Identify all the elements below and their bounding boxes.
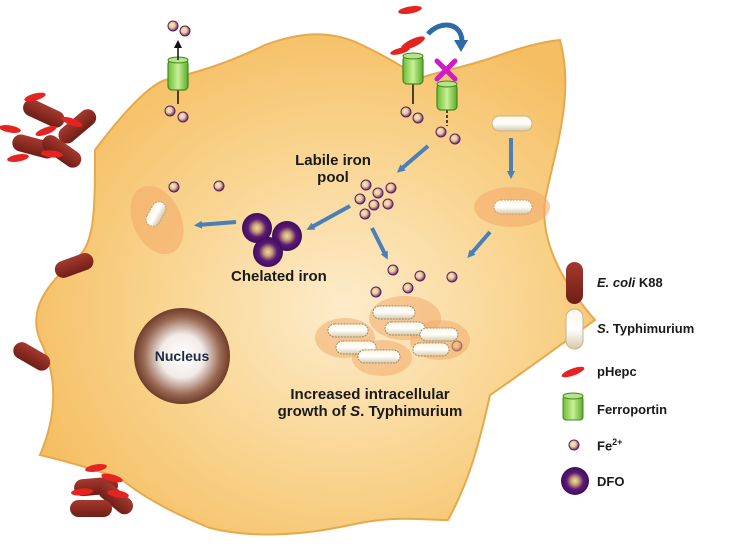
legend-ecoli: E. coli K88: [597, 275, 663, 290]
curved-arrow-icon: [426, 22, 468, 52]
legend-phepc-icon: [561, 366, 585, 378]
replicating-styph-cluster: [315, 296, 470, 376]
legend-ecoli-icon: [566, 262, 583, 304]
nucleus: [134, 308, 230, 404]
ferroportin-exporting: [167, 40, 189, 104]
cross-icon: [434, 58, 458, 82]
legend-fe-icon: [568, 439, 580, 451]
macrophage-cell: [35, 33, 597, 536]
vacuole-left: [130, 185, 184, 255]
legend-dfo-icon: [561, 467, 589, 495]
iron-dots: [164, 20, 463, 352]
phepc-top: [390, 5, 425, 55]
chelated-iron-dfo: [242, 213, 302, 267]
arrow-pool-to-growth: [370, 227, 388, 260]
nucleus-label: Nucleus: [154, 348, 210, 364]
legend-ferroportin-icon: [562, 392, 584, 421]
chelated-iron-label: Chelated iron: [231, 268, 327, 285]
ecoli-cluster-bottom-left: [70, 464, 133, 517]
growth-label: Increased intracellular growth of S. Typ…: [277, 386, 463, 420]
arrow-to-labile-pool: [396, 144, 430, 173]
phepc-top-left: [0, 92, 83, 162]
legend-phepc: pHepc: [597, 364, 637, 379]
ferroportin-hepcidin-bound: [402, 52, 424, 104]
styph-outside: [491, 115, 533, 132]
ecoli-membrane: [13, 253, 94, 371]
legend-dfo: DFO: [597, 474, 625, 489]
legend-icons: [561, 262, 589, 495]
legend-styph: S. Typhimurium: [597, 321, 695, 336]
labile-iron-pool-label: Labile iron pool: [295, 152, 371, 186]
arrow-vacuole-to-growth: [467, 230, 492, 259]
legend-styph-icon: [565, 308, 584, 350]
vacuole-right: [474, 187, 550, 227]
legend-ferroportin: Ferroportin: [597, 402, 668, 417]
legend-fe: Fe2+: [597, 437, 623, 454]
arrow-dfo-to-vacuole: [194, 220, 237, 229]
arrow-pool-to-dfo: [306, 204, 351, 230]
pathway-arrows: [194, 138, 515, 260]
ferroportin-internalized: [436, 80, 458, 126]
